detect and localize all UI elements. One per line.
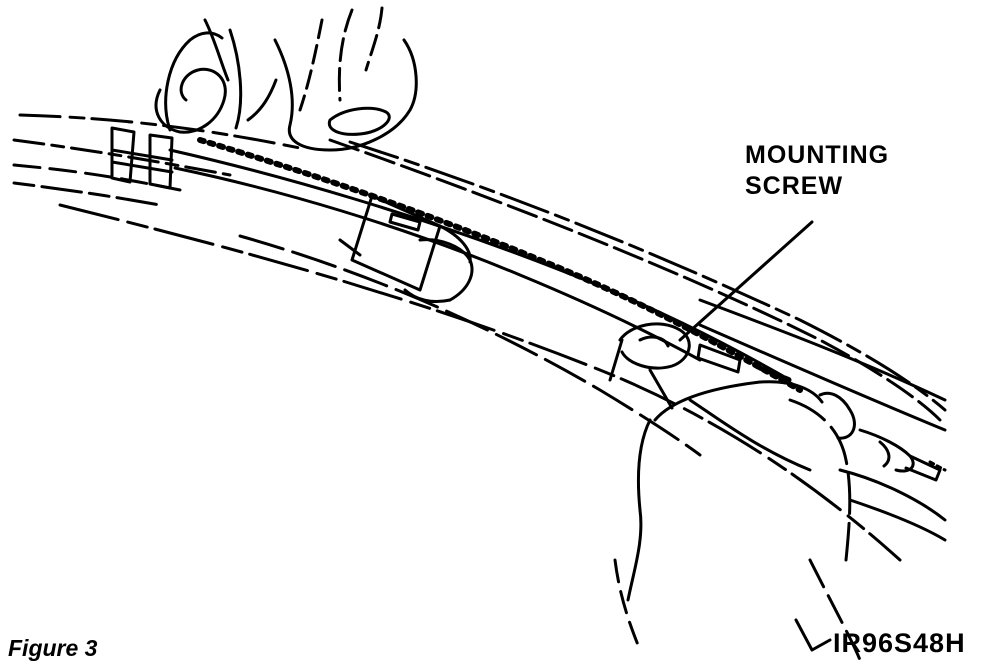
rail-end-cylinder: [858, 428, 947, 482]
figure-id: IR96S48H: [833, 628, 966, 658]
trim-clip-body: [338, 194, 474, 304]
upper-left-hand: [154, 6, 418, 152]
mounting-screw-label: MOUNTING SCREW: [745, 140, 889, 202]
channel-rail: [168, 137, 803, 393]
callout-leader-line: [678, 220, 814, 342]
callout-label-line1: MOUNTING: [745, 141, 890, 169]
lower-right-hand: [613, 380, 862, 662]
retaining-clip-left: [110, 126, 174, 190]
roof-rail-edge-lines: [12, 113, 947, 562]
figure-caption: Figure 3: [8, 635, 98, 661]
mounting-screw: [608, 322, 793, 410]
callout-label-line2: SCREW: [745, 172, 844, 200]
